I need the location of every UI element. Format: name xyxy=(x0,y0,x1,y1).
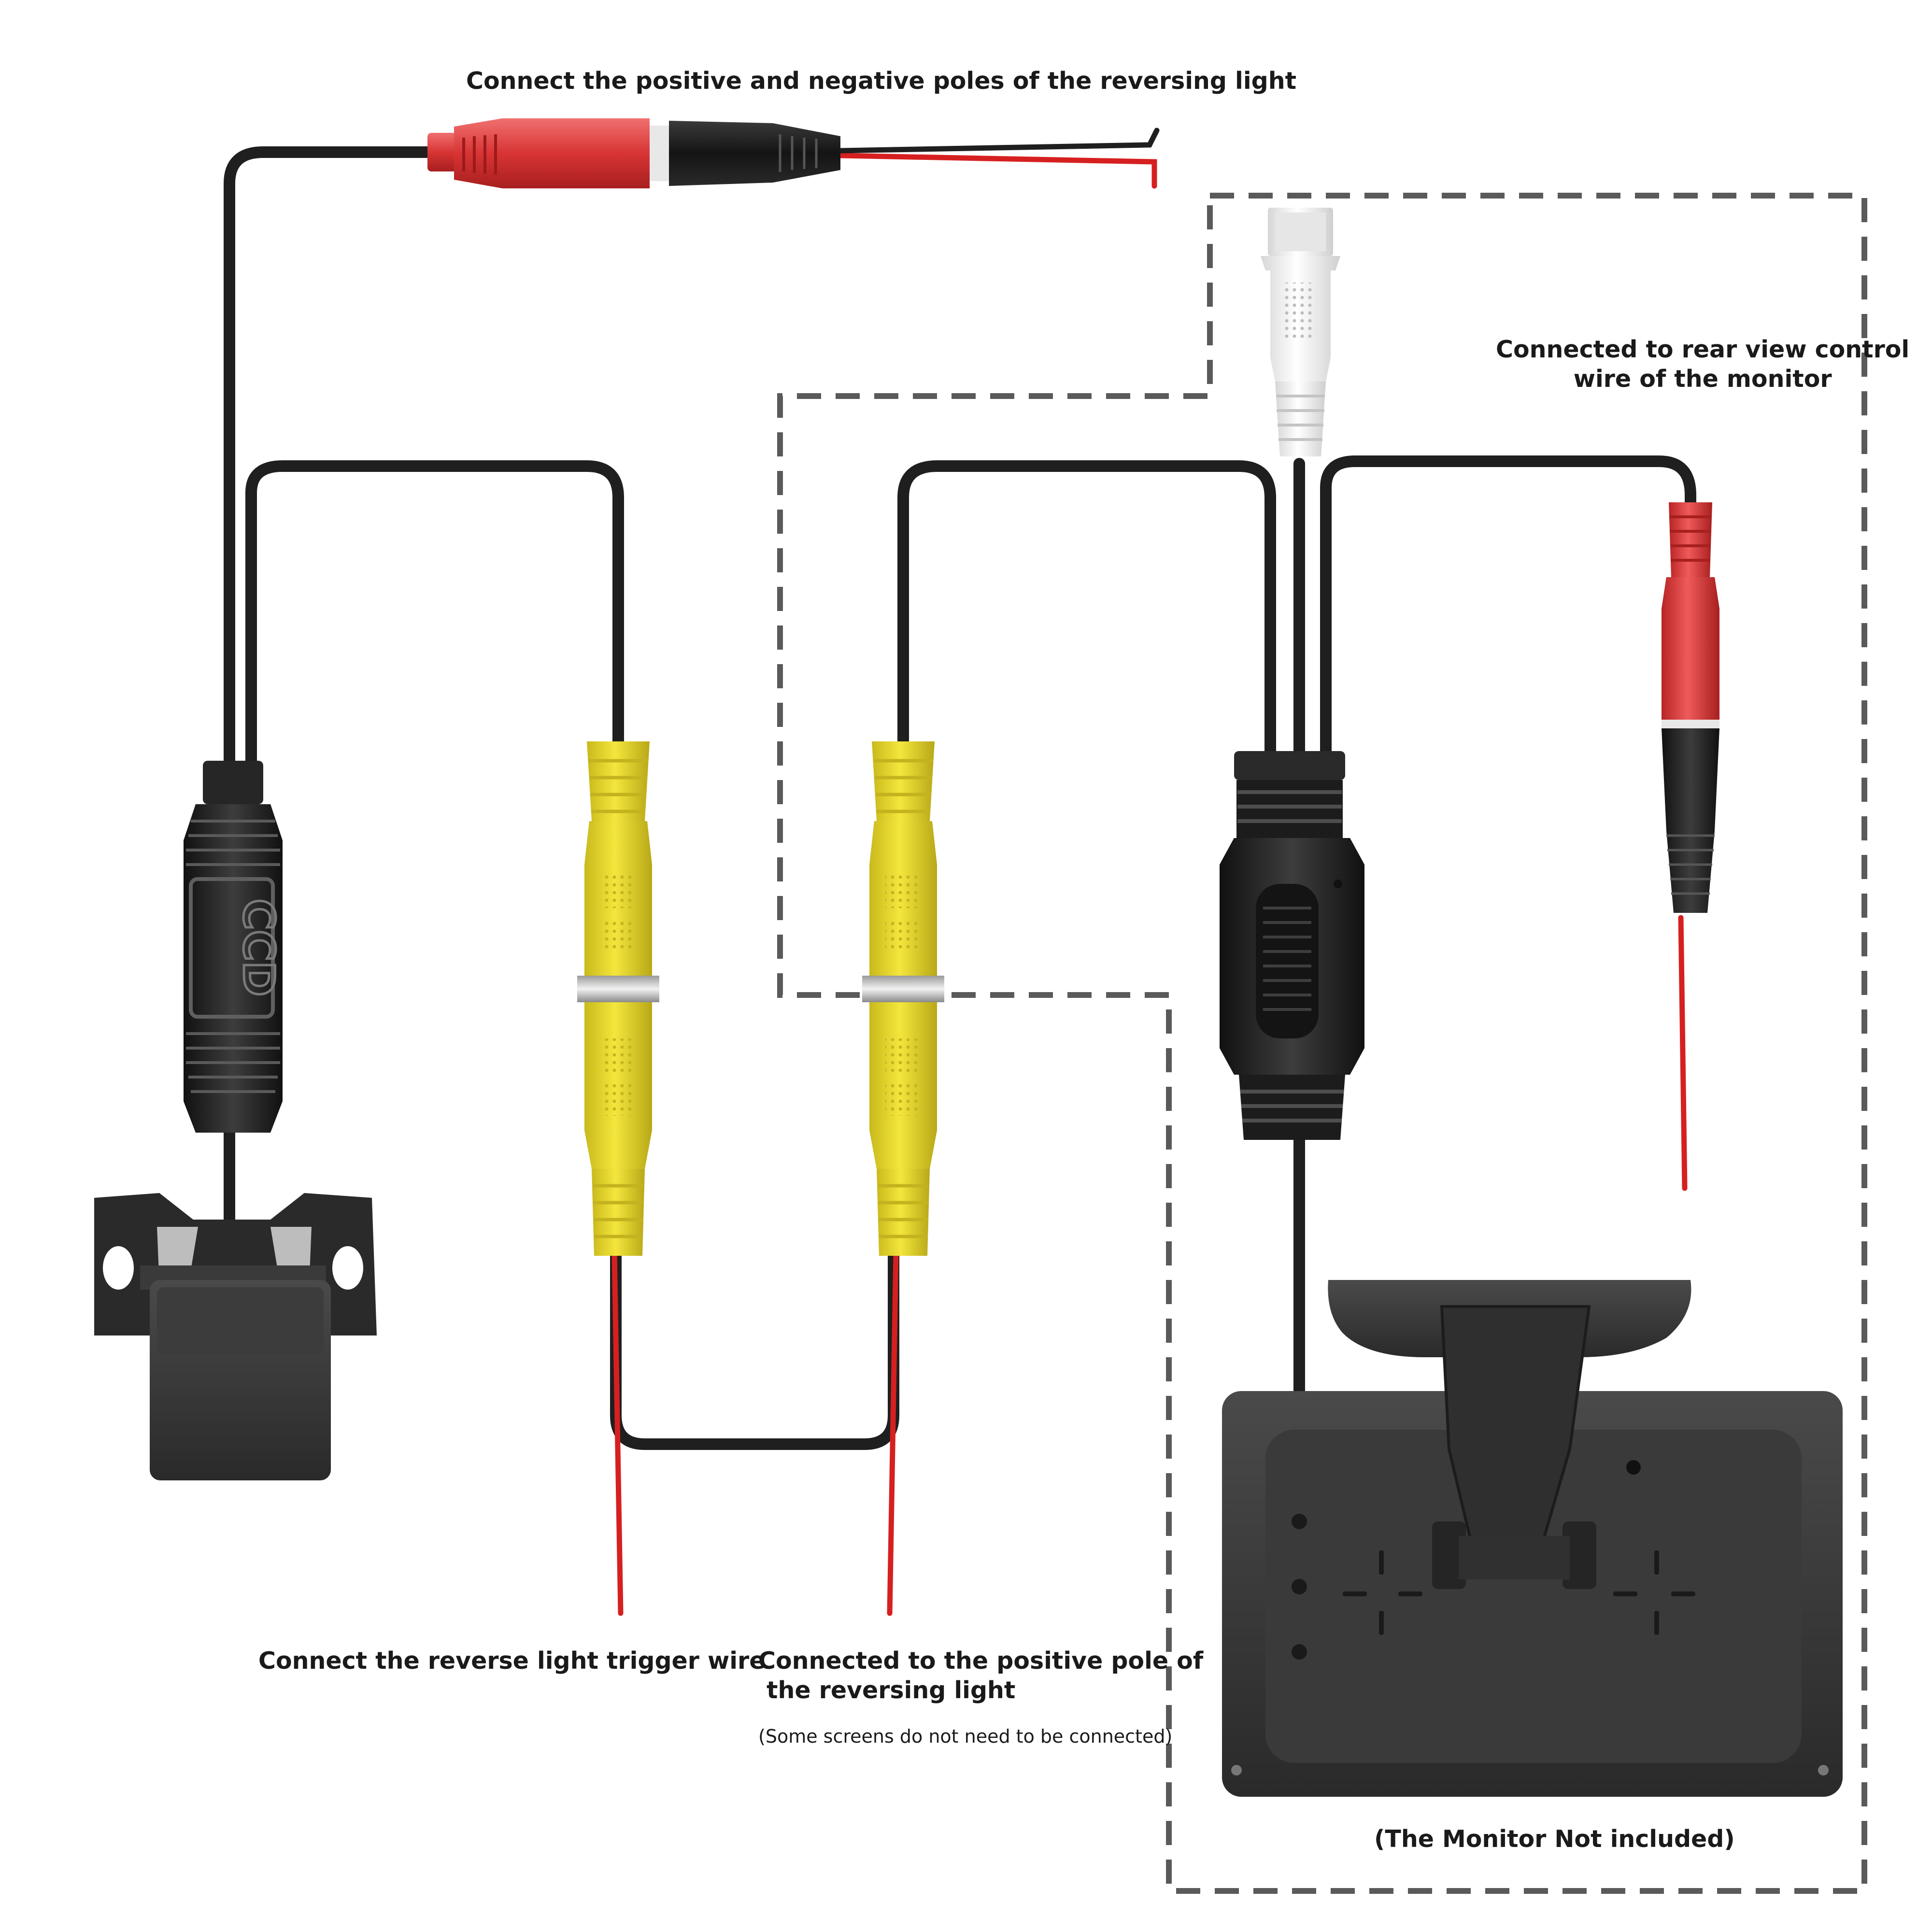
caption-power-connection: Connect the positive and negative poles … xyxy=(466,67,1297,95)
red-wire-positive xyxy=(887,1250,899,1616)
cable-to-top-connector xyxy=(224,146,440,779)
ccd-label: CCD xyxy=(234,899,284,996)
splitter-housing xyxy=(1220,751,1364,1140)
rear-view-red-connector xyxy=(1662,502,1719,913)
caption-rear-view-line1: Connected to rear view control xyxy=(1496,336,1910,363)
cable-middle-yellow-up xyxy=(897,460,1276,774)
red-wire-top xyxy=(838,153,1157,189)
top-power-connector xyxy=(427,118,840,188)
black-wire-top xyxy=(838,128,1160,154)
red-wire-rear-view xyxy=(1678,915,1688,1191)
camera-ccd-module: CCD xyxy=(184,761,285,1133)
caption-positive-line1: Connected to the positive pole of xyxy=(758,1647,1204,1675)
caption-rear-view-control: Connected to rear view control wire of t… xyxy=(1496,335,1909,394)
cable-to-right-red xyxy=(1320,455,1696,774)
red-wire-trigger xyxy=(611,1250,624,1616)
caption-positive-pole: Connected to the positive pole of the re… xyxy=(758,1646,1203,1705)
caption-positive-line2: the reversing light xyxy=(758,1676,1016,1705)
yellow-rca-left xyxy=(577,741,659,1256)
cables xyxy=(224,146,1696,1481)
monitor-back xyxy=(1222,1280,1843,1797)
red-wires xyxy=(611,153,1688,1616)
caption-positive-note: (Some screens do not need to be connecte… xyxy=(758,1726,1173,1747)
caption-trigger-wire: Connect the reverse light trigger wire xyxy=(258,1647,766,1675)
cable-to-left-yellow xyxy=(245,460,624,779)
cable-bottom-link xyxy=(610,1250,899,1450)
caption-monitor-not-included: (The Monitor Not included) xyxy=(1374,1825,1735,1853)
dashed-boundary xyxy=(777,193,1867,1894)
yellow-rca-right xyxy=(862,741,944,1256)
white-rca-connector xyxy=(1261,208,1340,456)
caption-rear-view-line2: wire of the monitor xyxy=(1573,365,1832,393)
camera-head xyxy=(94,1193,377,1480)
